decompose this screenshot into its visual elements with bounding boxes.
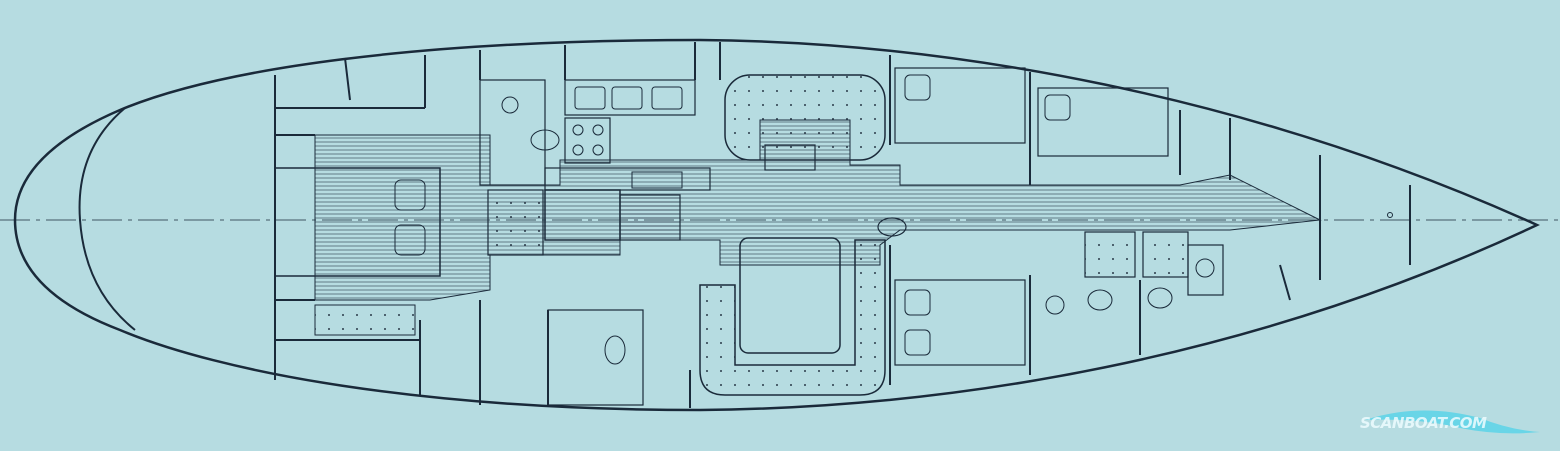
fwd-cabin-upper-1	[894, 67, 1026, 144]
fwd-shower-1	[1084, 231, 1136, 278]
fwd-cabin-upper-2	[1037, 87, 1169, 157]
saloon-table	[739, 237, 841, 354]
fwd-cabin-lower	[894, 279, 1026, 366]
aft-settee-port	[314, 304, 416, 336]
deck-sole	[314, 119, 1322, 301]
aft-pillow-2	[394, 224, 426, 256]
fwd-heads	[1187, 244, 1224, 296]
fwd-shower-2	[1142, 231, 1189, 278]
mast	[877, 217, 907, 237]
aft-shower	[487, 189, 544, 256]
engine-box	[544, 189, 621, 241]
companionway-steps	[619, 194, 681, 241]
mid-heads	[547, 309, 644, 406]
saloon-settee-top	[724, 74, 886, 161]
galley-counter	[564, 79, 696, 116]
watermark-logo: SCANBOAT.COM	[1360, 414, 1487, 432]
galley-sink	[631, 171, 683, 189]
saloon-settee-bottom	[699, 239, 886, 396]
stove	[564, 117, 611, 164]
aft-pillow-1	[394, 179, 426, 211]
aft-heads	[479, 79, 546, 186]
chart-table	[764, 144, 816, 171]
watermark-wave-icon	[1365, 410, 1540, 434]
stern-transom-line	[78, 107, 136, 331]
